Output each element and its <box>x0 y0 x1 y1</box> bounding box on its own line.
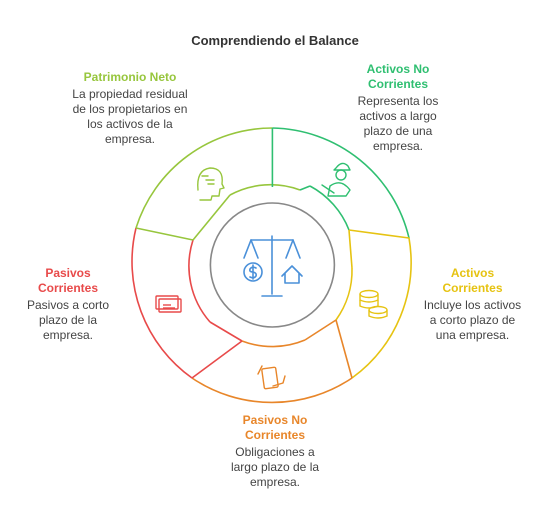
heading-pasivos-no-corrientes: Pasivos No Corrientes <box>242 413 308 442</box>
worker-icon <box>321 162 351 197</box>
heading-patrimonio-neto: Patrimonio Neto <box>83 70 177 84</box>
inner-arc-pasivos-no-corrientes <box>241 339 306 348</box>
inner-arc-patrimonio-neto <box>229 183 301 196</box>
ring-arc-activos-corrientes <box>351 237 412 379</box>
segment-patrimonio-neto: Patrimonio Neto La propiedad residual de… <box>70 70 190 147</box>
ring-arc-pasivos-no-corrientes <box>191 377 353 404</box>
heading-pasivos-corrientes: Pasivos Corrientes <box>37 266 99 295</box>
description-patrimonio-neto: La propiedad residual de los propietario… <box>72 87 188 146</box>
inner-arc-activos-no-corrientes <box>309 185 350 231</box>
ring-arc-activos-no-corrientes <box>272 127 410 239</box>
ring-arc-pasivos-corrientes <box>131 227 193 379</box>
diagram-title: Comprendiendo el Balance <box>191 33 359 48</box>
segment-activos-no-corrientes: Activos No Corrientes Representa los act… <box>352 62 444 154</box>
balance-scale-icon <box>243 235 303 297</box>
description-activos-no-corrientes: Representa los activos a largo plazo de … <box>357 94 439 153</box>
coins-icon <box>359 289 388 319</box>
heading-activos-corrientes: Activos Corrientes <box>442 266 503 295</box>
description-activos-corrientes: Incluye los activos a corto plazo de una… <box>423 298 522 342</box>
heading-activos-no-corrientes: Activos No Corrientes <box>366 62 430 91</box>
description-pasivos-no-corrientes: Obligaciones a largo plazo de la empresa… <box>230 445 320 489</box>
segment-pasivos-corrientes: Pasivos Corrientes Pasivos a corto plazo… <box>18 266 118 343</box>
inner-arc-pasivos-corrientes <box>188 239 211 323</box>
ring-arc-patrimonio-neto <box>135 127 273 229</box>
inner-arc-activos-corrientes <box>335 267 353 321</box>
description-pasivos-corrientes: Pasivos a corto plazo de la empresa. <box>26 298 110 342</box>
segment-pasivos-no-corrientes: Pasivos No Corrientes Obligaciones a lar… <box>222 413 328 490</box>
segment-activos-corrientes: Activos Corrientes Incluye los activos a… <box>420 266 525 343</box>
head-thinking-icon <box>197 167 225 201</box>
cash-stack-icon <box>155 295 182 313</box>
document-hand-icon <box>257 365 286 390</box>
